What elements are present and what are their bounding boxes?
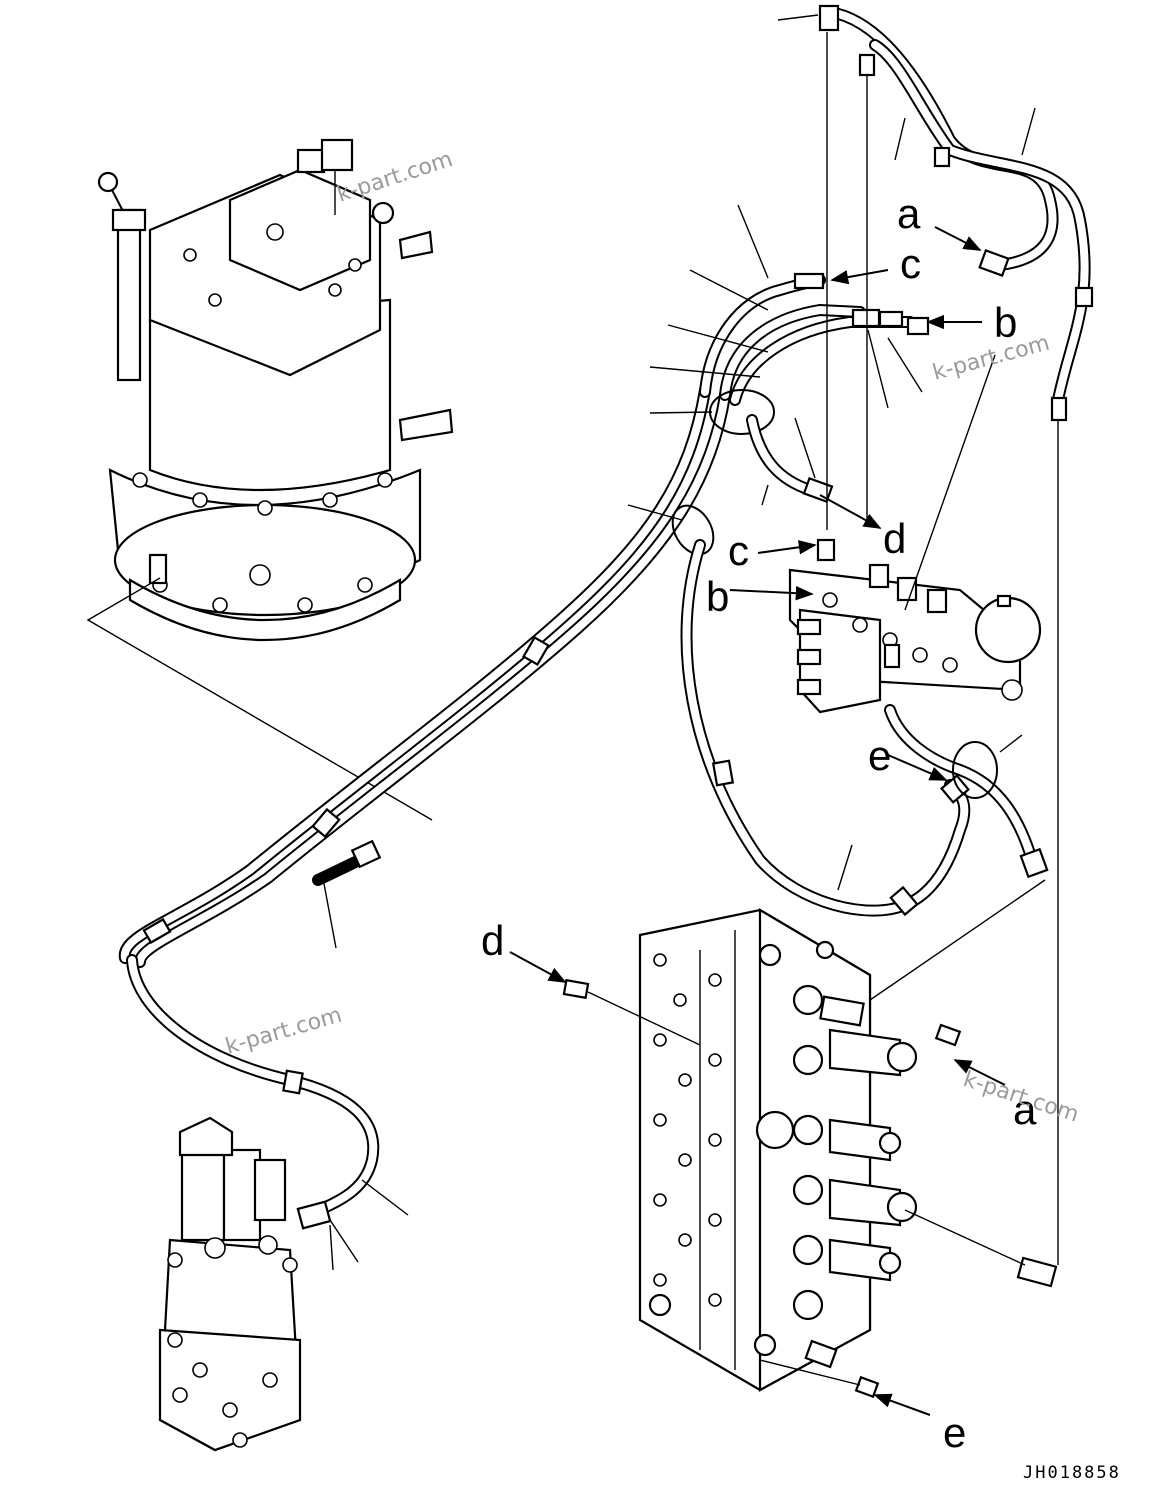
label-a-top: a bbox=[897, 190, 921, 237]
flange-bolts bbox=[132, 223, 393, 613]
label-b-mid: b bbox=[706, 573, 729, 620]
top-right-hoses bbox=[818, 4, 1094, 422]
watermark-2: k-part.com bbox=[930, 331, 1052, 386]
label-d-mid: d bbox=[883, 515, 906, 562]
label-a-low: a bbox=[1013, 1086, 1037, 1133]
swing-motor-assembly bbox=[97, 138, 454, 642]
valve-ports bbox=[648, 940, 835, 1357]
hose-bundle bbox=[118, 384, 731, 1216]
label-b-top: b bbox=[994, 299, 1017, 346]
main-control-valve bbox=[562, 908, 1058, 1399]
label-c-mid: c bbox=[728, 527, 749, 574]
label-d-low: d bbox=[481, 917, 504, 964]
reference-labels: a c b c b d e d a e bbox=[481, 190, 1037, 1456]
watermark-3: k-part.com bbox=[223, 1003, 345, 1060]
drawing-code: JH018858 bbox=[1023, 1463, 1121, 1483]
label-e-mid: e bbox=[868, 732, 891, 779]
upper-hose-loop bbox=[680, 272, 971, 917]
swivel-joint bbox=[158, 1116, 332, 1452]
pilot-valve-block bbox=[788, 538, 1049, 879]
label-e-low: e bbox=[943, 1409, 966, 1456]
label-c-top: c bbox=[900, 240, 921, 287]
arrows bbox=[509, 226, 1006, 1416]
leader-lines bbox=[321, 14, 1036, 1271]
